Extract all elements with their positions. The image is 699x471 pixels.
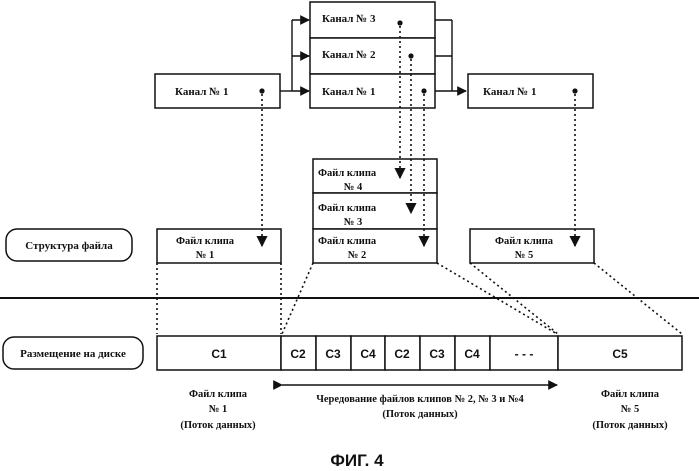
disk-seg-c4a-label: C4 bbox=[360, 347, 376, 361]
channel-mid-2-dot bbox=[408, 53, 413, 58]
disk-seg-c2b-label: C2 bbox=[394, 347, 410, 361]
clip-4-line2: № 4 bbox=[344, 182, 363, 193]
disk-layout-bar: C1 C2 C3 C4 C2 C3 C4 - - - C5 bbox=[157, 336, 682, 370]
channel-box-right: Канал № 1 bbox=[468, 74, 593, 108]
caption-left-line1: Файл клипа bbox=[189, 389, 248, 400]
caption-right-line1: Файл клипа bbox=[601, 389, 660, 400]
disk-seg-c4b-label: C4 bbox=[464, 347, 480, 361]
channel-right-label: Канал № 1 bbox=[483, 86, 537, 98]
channel-mid-3-label: Канал № 3 bbox=[322, 13, 376, 25]
row-label-file-structure: Структура файла bbox=[6, 229, 132, 261]
disk-seg-c5-label: C5 bbox=[612, 347, 628, 361]
figure-caption: ФИГ. 4 bbox=[330, 451, 384, 470]
clip-3-line2: № 3 bbox=[344, 217, 362, 228]
channel-mid-2-label: Канал № 2 bbox=[322, 49, 376, 61]
caption-middle-line2: (Поток данных) bbox=[382, 409, 458, 420]
disk-seg-c2a-label: C2 bbox=[290, 347, 306, 361]
clip-2-line2: № 2 bbox=[348, 250, 366, 261]
disk-layout-label: Размещение на диске bbox=[20, 348, 126, 360]
caption-left: Файл клипа № 1 (Поток данных) bbox=[180, 389, 256, 431]
channel-mid-1-label: Канал № 1 bbox=[322, 86, 376, 98]
channel-mid-3-dot bbox=[397, 20, 402, 25]
caption-middle-line1: Чередование файлов клипов № 2, № 3 и №4 bbox=[316, 394, 524, 405]
disk-seg-c3a-label: C3 bbox=[325, 347, 341, 361]
clip-1-line2: № 1 bbox=[196, 250, 214, 261]
clip-5-line1: Файл клипа bbox=[495, 236, 554, 247]
clip-2-line1: Файл клипа bbox=[318, 236, 377, 247]
disk-seg-c1-label: C1 bbox=[211, 347, 227, 361]
channel-box-left: Канал № 1 bbox=[155, 74, 280, 108]
caption-right: Файл клипа № 5 (Поток данных) bbox=[592, 389, 668, 431]
caption-left-line3: (Поток данных) bbox=[180, 420, 256, 431]
caption-left-line2: № 1 bbox=[209, 404, 227, 415]
clip-5-line2: № 5 bbox=[515, 250, 533, 261]
channel-stack-middle: Канал № 3 Канал № 2 Канал № 1 bbox=[310, 2, 435, 108]
row-label-disk-layout: Размещение на диске bbox=[3, 337, 143, 369]
caption-middle: Чередование файлов клипов № 2, № 3 и №4 … bbox=[316, 394, 524, 420]
caption-right-line3: (Поток данных) bbox=[592, 420, 668, 431]
disk-seg-more-label: - - - bbox=[515, 347, 534, 361]
file-structure-label: Структура файла bbox=[25, 240, 113, 252]
channel-left-label: Канал № 1 bbox=[175, 86, 229, 98]
disk-seg-c3b-label: C3 bbox=[429, 347, 445, 361]
clip-3-line1: Файл клипа bbox=[318, 203, 377, 214]
clip-4-line1: Файл клипа bbox=[318, 168, 377, 179]
channel-left-dot bbox=[259, 88, 264, 93]
caption-right-line2: № 5 bbox=[621, 404, 639, 415]
clip-1-line1: Файл клипа bbox=[176, 236, 235, 247]
channel-mid-1-dot bbox=[421, 88, 426, 93]
channel-right-dot bbox=[572, 88, 577, 93]
clip-file-stack-middle: Файл клипа № 4 Файл клипа № 3 Файл клипа… bbox=[313, 159, 437, 263]
